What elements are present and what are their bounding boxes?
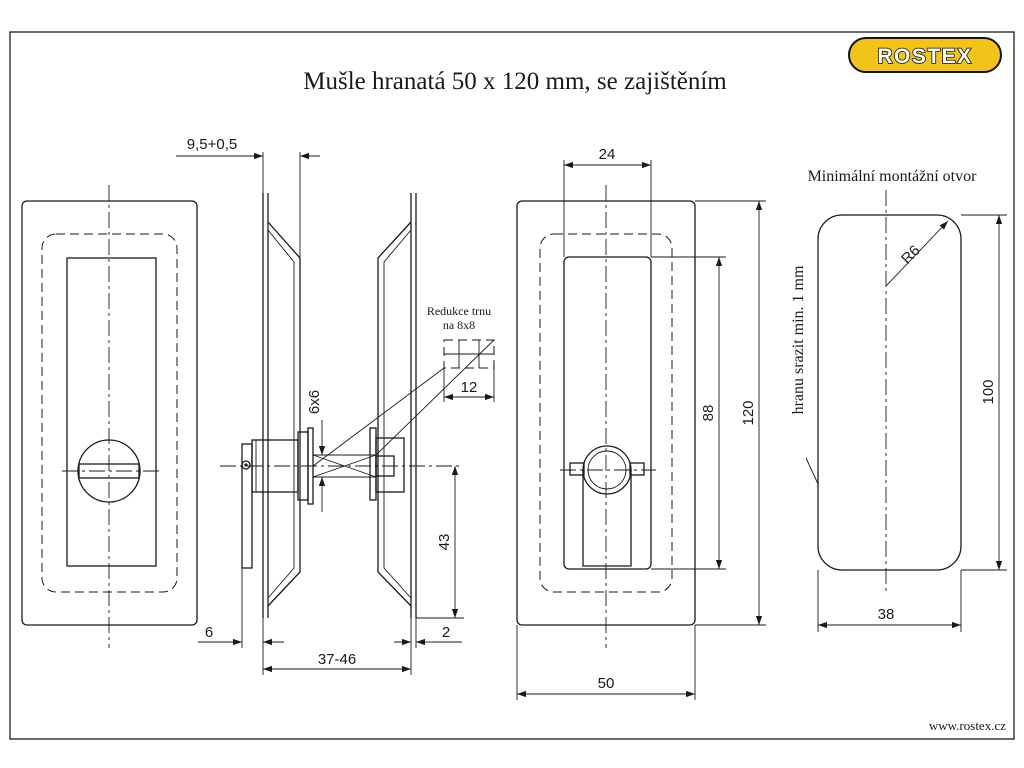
dim-hole-width: 38 [878, 606, 895, 623]
dim-key-offset: 43 [436, 534, 453, 551]
reduction-note-line2: na 8x8 [443, 318, 475, 332]
dim-left-offset: 6 [205, 624, 213, 641]
dim-inner-height: 88 [700, 405, 717, 422]
dim-radius: R6 [898, 242, 924, 268]
dim-flange-thickness: 9,5+0,5 [187, 136, 237, 153]
reduction-note-line1: Redukce trnu [427, 304, 491, 318]
rostex-logo: ROSTEX [848, 37, 1002, 73]
dim-width-inner: 24 [599, 146, 616, 163]
front-view [21, 185, 198, 648]
dim-spindle: 6x6 [306, 390, 323, 414]
dim-total-width: 50 [598, 675, 615, 692]
mounting-hole-view: Minimální montážní otvor R6 hranu srazit… [790, 168, 1007, 632]
dim-reduction-length: 12 [461, 379, 478, 396]
dim-total-height: 120 [740, 400, 757, 425]
rear-view: 24 88 120 50 [516, 146, 766, 700]
dim-hole-height: 100 [980, 379, 997, 404]
drawing-title: Mušle hranatá 50 x 120 mm, se zajištěním [303, 68, 727, 95]
side-section-view: 12 Redukce trnu na 8x8 9,5+0,5 6x6 43 6 … [176, 136, 495, 675]
page-frame [9, 31, 1015, 740]
dim-door-range: 37-46 [318, 651, 356, 668]
edge-note: hranu srazit min. 1 mm [790, 265, 807, 414]
lock-knob [77, 439, 141, 503]
dim-right-offset: 2 [442, 624, 450, 641]
mounting-hole-title: Minimální montážní otvor [808, 168, 978, 185]
footer-url[interactable]: www.rostex.cz [929, 718, 1006, 733]
logo-text: ROSTEX [877, 45, 972, 68]
